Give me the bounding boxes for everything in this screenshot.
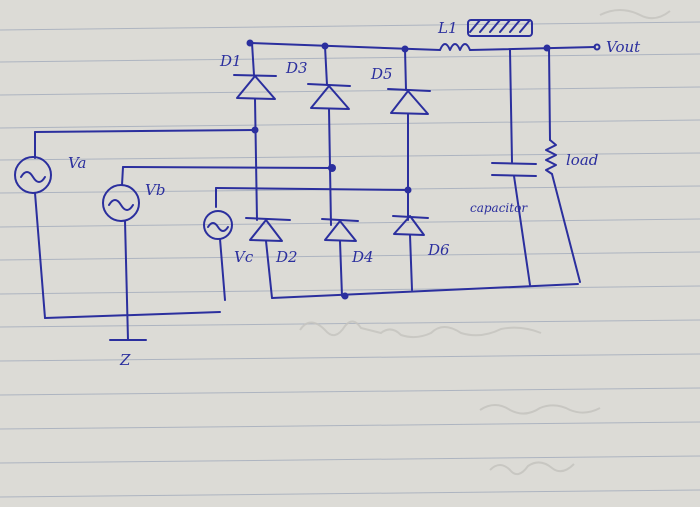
label-l1: L1 [437,19,458,37]
ghost-writing [299,9,671,476]
label-d1: D1 [219,52,242,70]
label-d5: D5 [370,65,393,83]
label-d2: D2 [275,248,298,266]
junction-dots [246,39,551,300]
label-d3: D3 [285,59,308,77]
label-load: load [566,151,598,169]
label-ground: Z [119,351,131,369]
label-vout: Vout [606,38,641,56]
label-d4: D4 [351,248,374,266]
ruled-lines [0,21,700,498]
label-vb: Vb [145,181,165,199]
label-d6: D6 [427,241,450,259]
label-capacitor: capacitor [470,201,528,215]
label-va: Va [68,154,86,172]
label-vc: Vc [234,248,254,266]
